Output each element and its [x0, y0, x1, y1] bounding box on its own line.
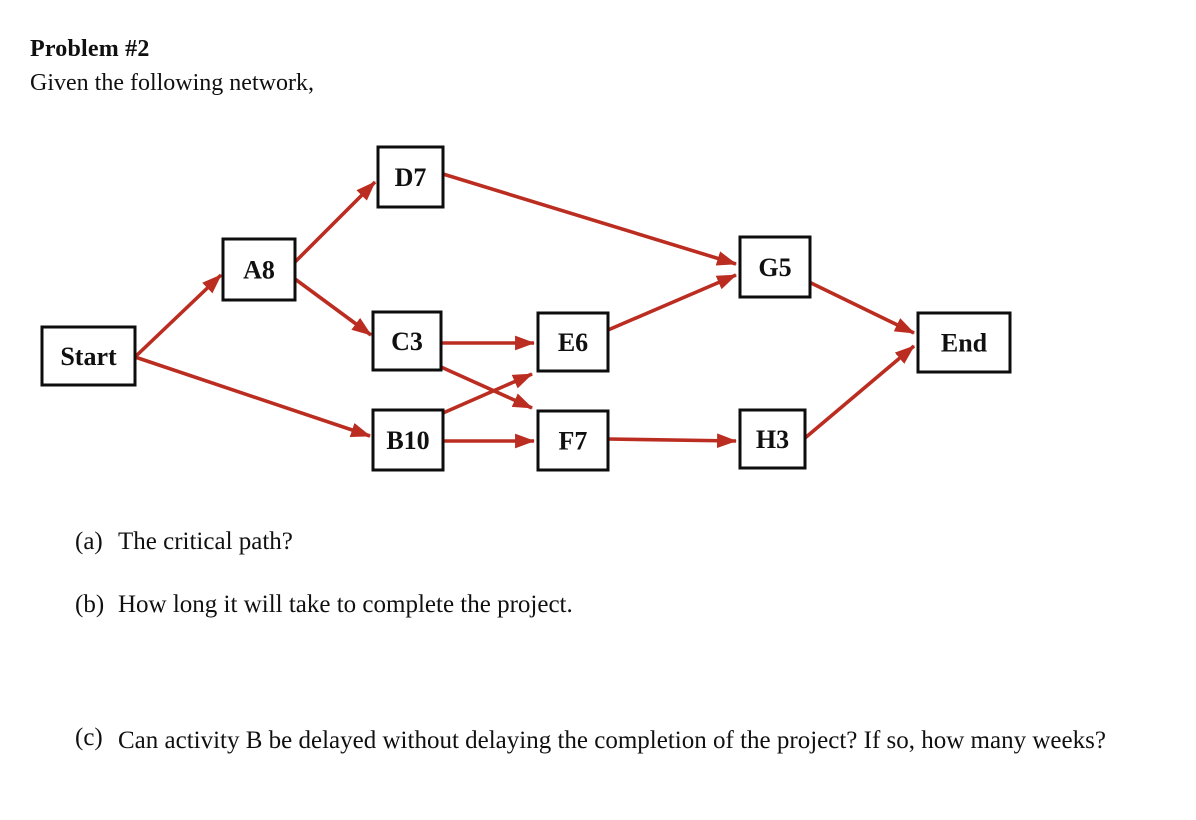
question-b-text: How long it will take to complete the pr… [118, 591, 573, 618]
node-b10-label: B10 [386, 426, 429, 455]
node-start-box [40, 325, 137, 387]
node-h3: H3 [738, 408, 807, 470]
edge-start-a8 [133, 273, 223, 359]
node-f7: F7 [536, 409, 610, 472]
node-e6-box [536, 311, 610, 373]
question-b-label: (b) [75, 591, 105, 618]
node-end: End [916, 311, 1012, 374]
node-start: Start [40, 325, 137, 387]
question-a-text: The critical path? [118, 528, 293, 555]
question-a-label: (a) [75, 528, 103, 555]
node-a8: A8 [221, 237, 297, 302]
node-b10-box [371, 408, 445, 472]
edge-a8-c3 [293, 277, 373, 337]
edge-start-b10 [134, 355, 371, 438]
edge-e6-g5 [607, 273, 737, 332]
node-d7-box [376, 145, 445, 209]
node-h3-label: H3 [756, 425, 789, 454]
node-a8-label: A8 [243, 256, 275, 285]
node-e6-label: E6 [558, 328, 588, 357]
node-d7-label: D7 [395, 163, 427, 192]
problem-subtitle: Given the following network, [30, 70, 314, 96]
edge-b10-e6 [442, 372, 533, 415]
edge-c3-f7 [440, 365, 533, 410]
node-end-box [916, 311, 1012, 374]
node-d7: D7 [376, 145, 445, 209]
edges-layer [133, 172, 916, 449]
question-b: (b) How long it will take to complete th… [75, 591, 573, 619]
edge-d7-g5 [442, 172, 738, 266]
node-end-label: End [941, 329, 988, 358]
node-g5-box [738, 235, 812, 299]
node-c3-box [371, 310, 443, 372]
node-h3-box [738, 408, 807, 470]
node-start-label: Start [60, 342, 117, 371]
edge-h3-end [803, 344, 916, 440]
edge-g5-end [808, 280, 915, 335]
node-c3-label: C3 [391, 327, 423, 356]
question-c-label: (c) [75, 724, 103, 751]
node-e6: E6 [536, 311, 610, 373]
edge-a8-d7 [293, 180, 377, 264]
node-f7-label: F7 [559, 427, 588, 456]
node-b10: B10 [371, 408, 445, 472]
question-a: (a) The critical path? [75, 528, 293, 556]
question-c-text: Can activity B be delayed without delayi… [118, 727, 1106, 754]
node-g5: G5 [738, 235, 812, 299]
node-f7-box [536, 409, 610, 472]
node-a8-box [221, 237, 297, 302]
problem-title: Problem #2 [30, 36, 150, 62]
question-c: (c) Can activity B be delayed without de… [75, 724, 1106, 757]
edge-f7-h3 [607, 433, 738, 449]
node-c3: C3 [371, 310, 443, 372]
node-g5-label: G5 [758, 253, 791, 282]
